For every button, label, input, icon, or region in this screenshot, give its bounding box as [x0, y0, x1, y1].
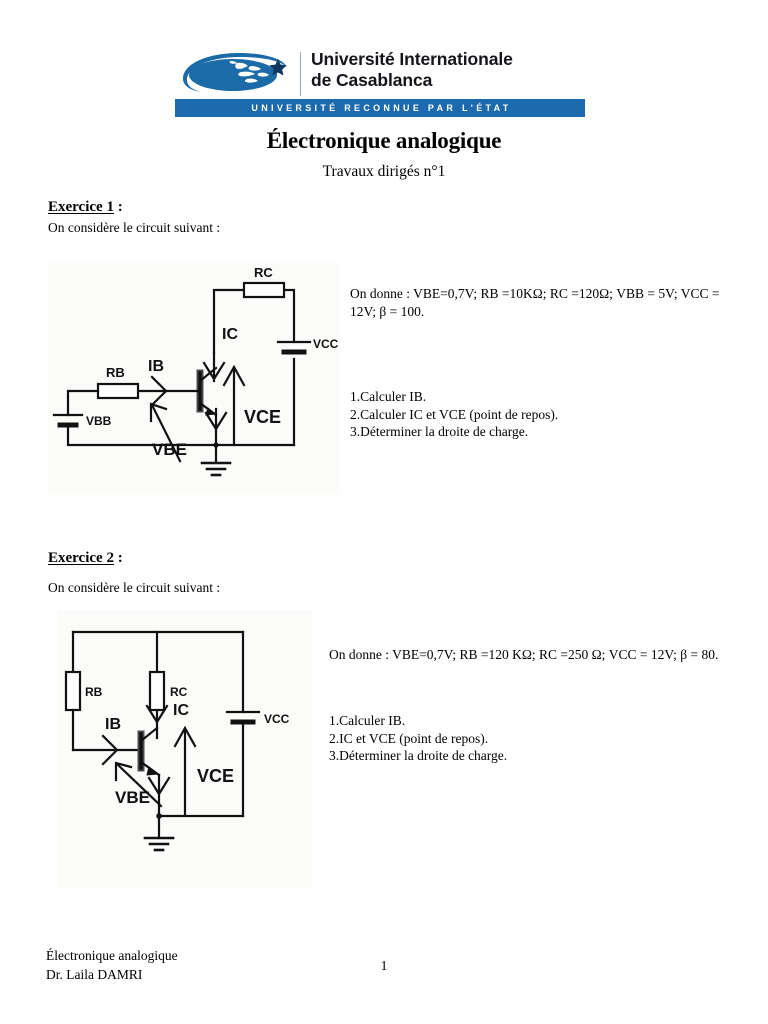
- footer-course: Électronique analogique: [46, 948, 178, 963]
- label-ic: IC: [222, 326, 238, 343]
- question-item: 3.Déterminer la droite de charge.: [329, 748, 508, 763]
- university-logo-block: Université Internationale de Casablanca …: [175, 49, 585, 120]
- exercise-1-heading-colon: :: [113, 199, 123, 215]
- question-item: 2.Calculer IC et VCE (point de repos).: [350, 406, 559, 422]
- footer-author: Dr. Laila DAMRI: [46, 967, 143, 982]
- label-rb: RB: [85, 685, 103, 699]
- exercise-1-heading: Exercice 1 :: [48, 199, 123, 216]
- page-subtitle: Travaux dirigés n°1: [322, 163, 446, 180]
- globe-swoosh-star-logo-icon: [175, 49, 297, 97]
- exercise-2-intro: On considère le circuit suivant :: [48, 580, 221, 595]
- label-rb: RB: [106, 365, 125, 380]
- logo-top-row: Université Internationale de Casablanca: [175, 49, 585, 98]
- page-number: 1: [380, 958, 388, 973]
- exercise-1-intro: On considère le circuit suivant :: [48, 220, 221, 235]
- label-vcc: VCC: [313, 337, 339, 351]
- question-item: 1.Calculer IB.: [329, 713, 406, 728]
- question-item: 2.IC et VCE (point de repos).: [329, 730, 489, 746]
- university-name: Université Internationale de Casablanca: [311, 49, 513, 90]
- exercise-2-heading: Exercice 2 :: [48, 550, 123, 567]
- label-ic: IC: [173, 702, 189, 719]
- exercise-2-heading-colon: :: [113, 550, 123, 566]
- label-ib: IB: [148, 358, 164, 375]
- label-vce: VCE: [244, 407, 281, 427]
- exercise-2-circuit-figure: RB RC IC IB VCC VCE VBE: [57, 610, 312, 888]
- logo-divider: [300, 52, 301, 96]
- page-title: Électronique analogique: [266, 128, 502, 153]
- label-vbe: VBE: [115, 788, 150, 807]
- label-vbb: VBB: [86, 414, 112, 428]
- label-vcc: VCC: [264, 712, 290, 726]
- label-vbe: VBE: [152, 440, 187, 459]
- exercise-1-given-values: On donne : VBE=0,7V; RB =10KΩ; RC =120Ω;…: [350, 286, 720, 319]
- exercise-2-heading-label: Exercice 2: [48, 550, 114, 566]
- label-ib: IB: [105, 716, 121, 733]
- accreditation-banner: UNIVERSITÉ RECONNUE PAR L'ÉTAT: [175, 99, 585, 117]
- exercise-1-circuit-figure: RC IC VCC VCE RB IB VBB VBE: [48, 263, 340, 495]
- footer: Électronique analogique Dr. Laila DAMRI: [46, 946, 178, 984]
- exercise-2-questions: 1.Calculer IB. 2.IC et VCE (point de rep…: [329, 712, 729, 765]
- question-item: 3.Déterminer la droite de charge.: [350, 424, 529, 439]
- label-rc: RC: [170, 685, 188, 699]
- question-item: 1.Calculer IB.: [350, 389, 427, 404]
- accreditation-banner-text: UNIVERSITÉ RECONNUE PAR L'ÉTAT: [251, 103, 512, 113]
- exercise-2-given-values: On donne : VBE=0,7V; RB =120 KΩ; RC =250…: [329, 647, 719, 662]
- label-vce: VCE: [197, 766, 234, 786]
- exercise-1-questions: 1.Calculer IB. 2.Calculer IC et VCE (poi…: [350, 388, 740, 441]
- label-rc: RC: [254, 265, 273, 280]
- exercise-1-heading-label: Exercice 1: [48, 199, 114, 215]
